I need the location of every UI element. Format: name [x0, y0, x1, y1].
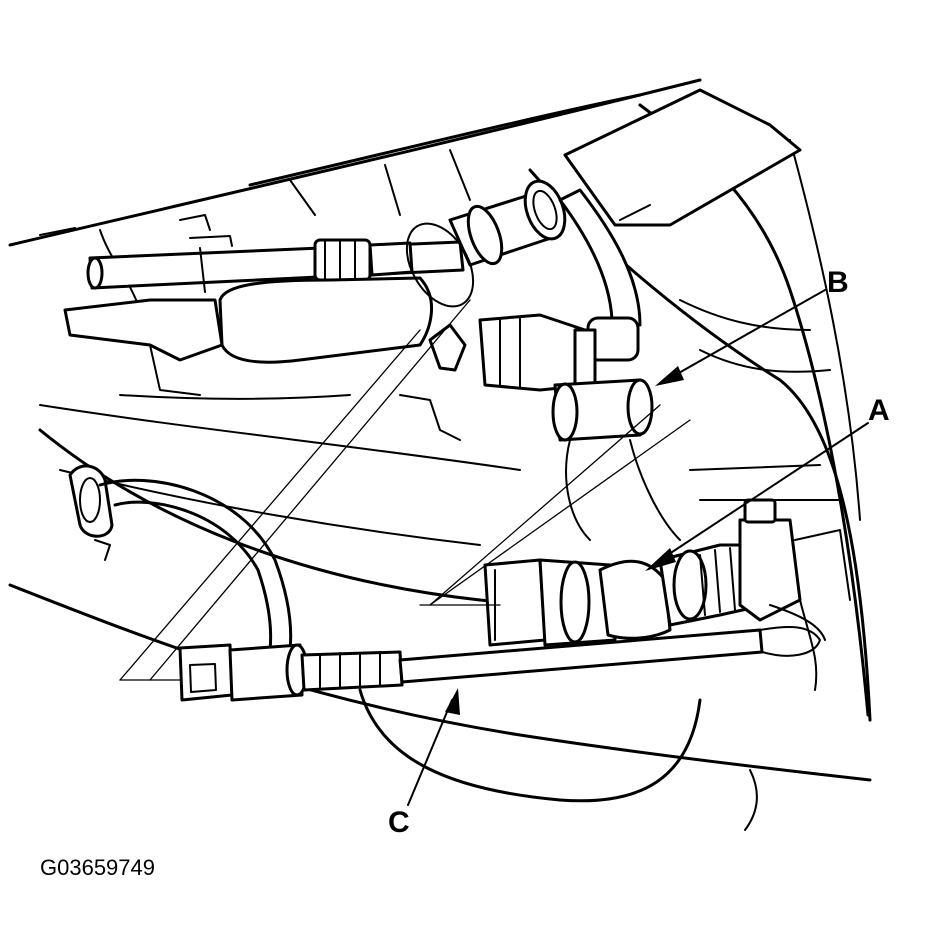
- callout-c: C: [388, 688, 460, 839]
- lower-connector-assembly: [483, 498, 851, 691]
- callout-b-label: B: [827, 266, 849, 299]
- callout-c-arrowhead: [445, 688, 460, 715]
- reference-leader-lines: [119, 299, 691, 681]
- upper-pipe-assembly: [63, 235, 465, 400]
- upper-hose: [405, 179, 642, 362]
- left-hose-loop: [68, 464, 293, 652]
- callout-c-leader: [407, 699, 453, 806]
- background-structure: [8, 78, 872, 831]
- figure-id: G03659749: [40, 855, 155, 880]
- callout-a: A: [645, 394, 890, 571]
- lower-pipe-c: [178, 604, 826, 702]
- upper-connector: [399, 313, 681, 541]
- callout-b-arrowhead: [655, 366, 684, 386]
- callout-a-leader: [659, 422, 869, 561]
- callout-a-label: A: [868, 394, 890, 427]
- callout-b: B: [655, 266, 849, 386]
- callout-c-label: C: [388, 806, 410, 839]
- callout-b-leader: [669, 289, 826, 379]
- callout-a-arrowhead: [645, 548, 676, 571]
